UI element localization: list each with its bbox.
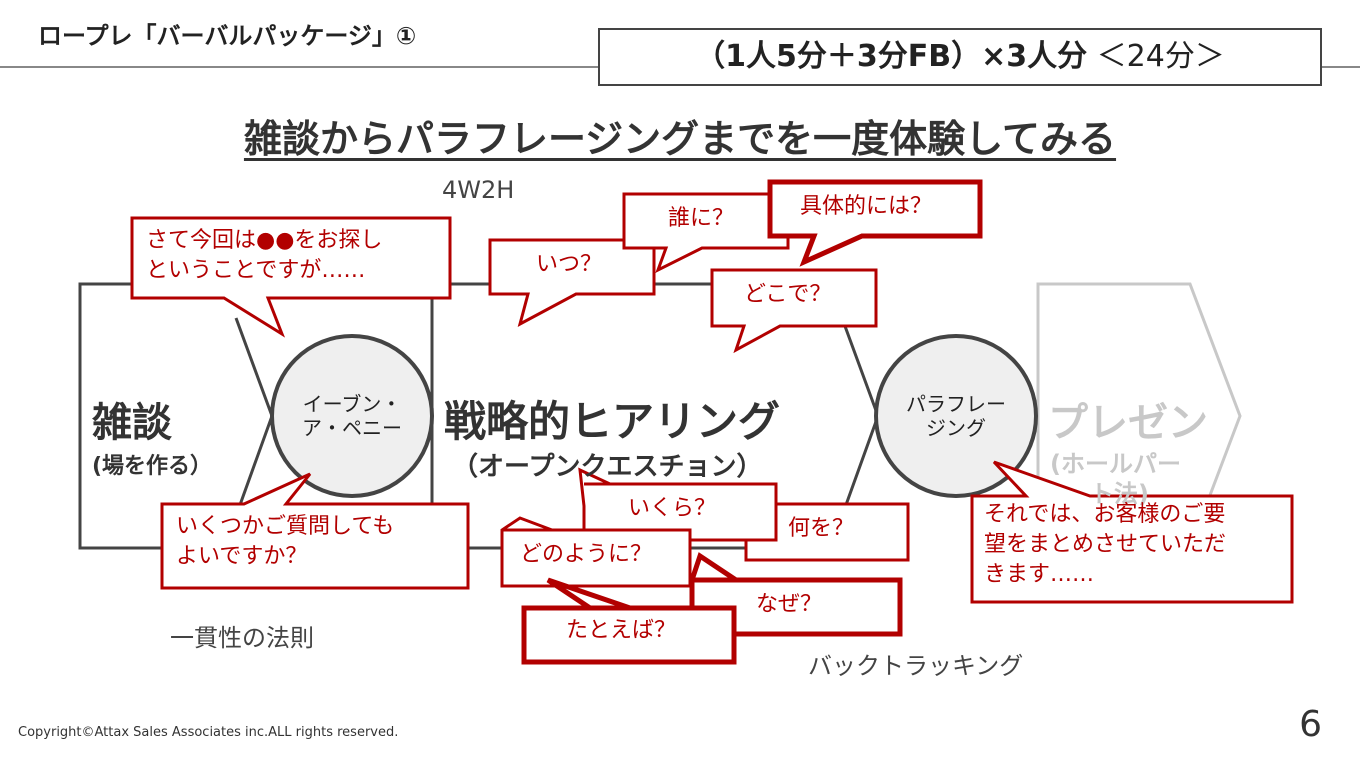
bubble-intro-line1: さて今回は●●をお探し — [146, 228, 383, 253]
bubble-how-text: どのように？ — [520, 542, 653, 567]
bubble-summary-line2: 望をまとめさせていただ — [984, 532, 1227, 557]
slide-headline: 雑談からパラフレージングまでを一度体験してみる — [243, 117, 1117, 161]
hearing-chevron — [840, 317, 880, 517]
bubble-example-shape — [521, 577, 737, 665]
bubble-question-text: いくつかご質問しても よいですか？ — [176, 512, 394, 572]
para-circle — [874, 334, 1038, 498]
presen-stage-subtitle-2: ト法) — [1090, 480, 1149, 508]
chat-stage-title: 雑談 — [92, 400, 172, 446]
bubble-question-shape — [160, 472, 470, 590]
bubble-question-line1: いくつかご質問しても — [176, 514, 395, 539]
bubble-intro-text: さて今回は●●をお探し ということですが…… — [146, 226, 382, 286]
bubble-howmuch-text: いくら？ — [628, 496, 717, 521]
bubble-summary-text: それでは、お客様のご要 望をまとめさせていただ きます…… — [984, 500, 1226, 590]
chat-stage-subtitle: (場を作る） — [92, 454, 213, 479]
even-circle — [270, 334, 434, 498]
bubble-question-line2: よいですか？ — [176, 544, 308, 569]
hearing-stage-title: 戦略的ヒアリング — [444, 397, 781, 446]
copyright-footer: Copyright©Attax Sales Associates inc.ALL… — [18, 725, 399, 740]
slide-header-title: ロープレ「バーバルパッケージ」① — [38, 22, 417, 50]
bubble-where-shape — [710, 268, 878, 354]
bubble-summary-line3: きます…… — [984, 562, 1095, 587]
bubble-summary-shape — [970, 460, 1294, 604]
even-circle-line2: ア・ペニー — [302, 416, 402, 440]
bubble-who-text: 誰に？ — [668, 206, 735, 231]
bubble-concrete-shape — [767, 179, 983, 267]
bubble-when-text: いつ？ — [536, 252, 603, 277]
bubble-summary-line1: それでは、お客様のご要 — [984, 502, 1226, 527]
label-backtracking: バックトラッキング — [808, 652, 1024, 680]
even-circle-line1: イーブン・ — [302, 392, 402, 416]
bubble-what-text: 何を？ — [788, 516, 855, 541]
time-box-main: （1人5分＋3分FB）×3人分 — [695, 39, 1088, 74]
page-number: 6 — [1299, 704, 1322, 745]
presen-stage-subtitle: (ホールパー — [1050, 450, 1181, 478]
label-consistency-law: 一貫性の法則 — [170, 624, 314, 652]
presen-stage-title: プレゼン — [1048, 400, 1208, 446]
hearing-stage-subtitle: （オープンクエスチョン） — [452, 452, 763, 482]
time-box: （1人5分＋3分FB）×3人分 ＜24分＞ — [598, 28, 1322, 86]
para-circle-line1: パラフレー — [906, 392, 1006, 416]
chat-chevron — [234, 317, 274, 517]
bubble-how-shape — [500, 516, 692, 588]
bubble-howmuch-shape — [578, 467, 778, 542]
bubble-where-text: どこで？ — [744, 282, 832, 307]
para-circle-line2: ジング — [926, 416, 986, 440]
bubble-concrete-text: 具体的には？ — [800, 194, 933, 219]
time-box-total: ＜24分＞ — [1096, 39, 1225, 74]
bubble-why-text: なぜ？ — [756, 592, 823, 617]
para-circle-label: パラフレー ジング — [888, 392, 1024, 440]
even-circle-label: イーブン・ ア・ペニー — [284, 392, 420, 440]
bubble-intro-shape — [130, 216, 452, 338]
bubble-example-text: たとえば？ — [566, 618, 677, 643]
bubble-intro-line2: ということですが…… — [146, 258, 366, 283]
label-4w2h: 4W2H — [442, 176, 515, 204]
